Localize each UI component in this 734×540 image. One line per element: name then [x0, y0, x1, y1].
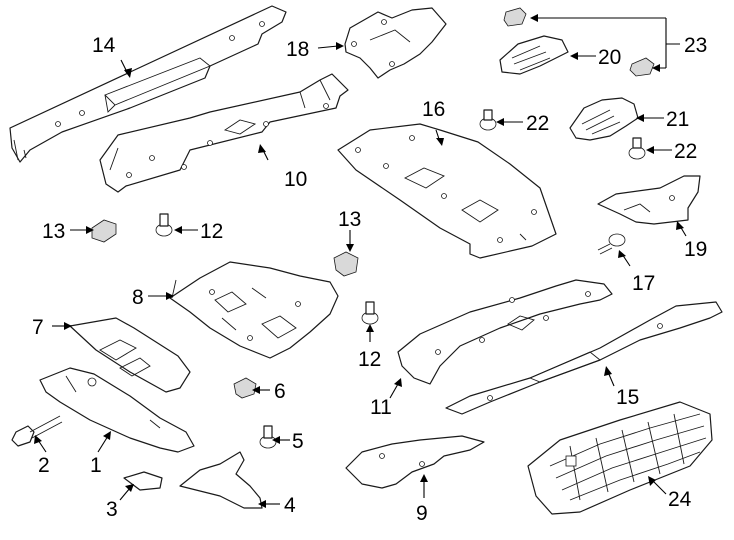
callout-12-center: 12 [358, 348, 381, 371]
callout-4: 4 [284, 494, 296, 517]
callout-22-top: 22 [526, 112, 549, 135]
part-13-clip-center [333, 251, 359, 277]
part-23-clip-bottom [629, 57, 655, 77]
callout-13-left: 13 [42, 220, 65, 243]
callout-19: 19 [684, 238, 707, 261]
callout-12-left: 12 [200, 220, 223, 243]
callout-23: 23 [684, 34, 707, 57]
part-10-panel [99, 73, 349, 193]
callout-11: 11 [370, 396, 392, 419]
callout-16: 16 [422, 98, 445, 121]
callout-8: 8 [132, 286, 144, 309]
part-22-pin-top [479, 109, 497, 131]
part-4-bracket [179, 451, 263, 509]
part-13-clip-left [91, 219, 117, 243]
part-21-shield [569, 97, 639, 141]
leaders [34, 14, 687, 508]
part-2-bolt [11, 415, 63, 447]
callout-1: 1 [90, 454, 102, 477]
callout-9: 9 [416, 502, 428, 525]
part-24-module [527, 401, 713, 515]
callout-17: 17 [632, 272, 655, 295]
callout-13-center: 13 [338, 208, 361, 231]
callout-6: 6 [274, 380, 286, 403]
callout-22-bottom: 22 [674, 140, 697, 163]
part-19-bracket [597, 175, 701, 225]
part-23-clip-top [503, 7, 527, 27]
part-15-rail [445, 301, 723, 415]
part-8-plate [169, 261, 339, 359]
part-12-pin-center [361, 301, 379, 325]
part-20-shield [499, 35, 569, 75]
callout-21: 21 [666, 108, 689, 131]
callout-10: 10 [284, 168, 307, 191]
part-1-shield [39, 367, 195, 453]
callout-15: 15 [616, 386, 639, 409]
part-9-panel [345, 435, 485, 489]
part-16-floor-panel [337, 123, 557, 259]
part-6-clip [233, 377, 257, 399]
callout-20: 20 [598, 46, 621, 69]
part-3-bracket [123, 471, 163, 491]
callout-5: 5 [292, 430, 304, 453]
part-7-shield [69, 317, 191, 393]
part-22-pin-bottom [628, 137, 646, 160]
part-12-pin-left [155, 213, 173, 237]
part-17-stud [597, 233, 626, 255]
callout-labels: 14 10 18 16 20 22 21 22 23 19 17 13 12 1… [32, 34, 707, 525]
part-18-bracket [344, 7, 447, 79]
callout-3: 3 [106, 498, 118, 521]
callout-18: 18 [286, 38, 309, 61]
callout-7: 7 [32, 316, 44, 339]
part-14-rail [9, 5, 287, 163]
part-11-panel [397, 279, 613, 385]
callout-14: 14 [92, 34, 116, 57]
part-5-pin [259, 425, 277, 449]
callout-2: 2 [38, 454, 50, 477]
callout-24: 24 [668, 488, 692, 511]
